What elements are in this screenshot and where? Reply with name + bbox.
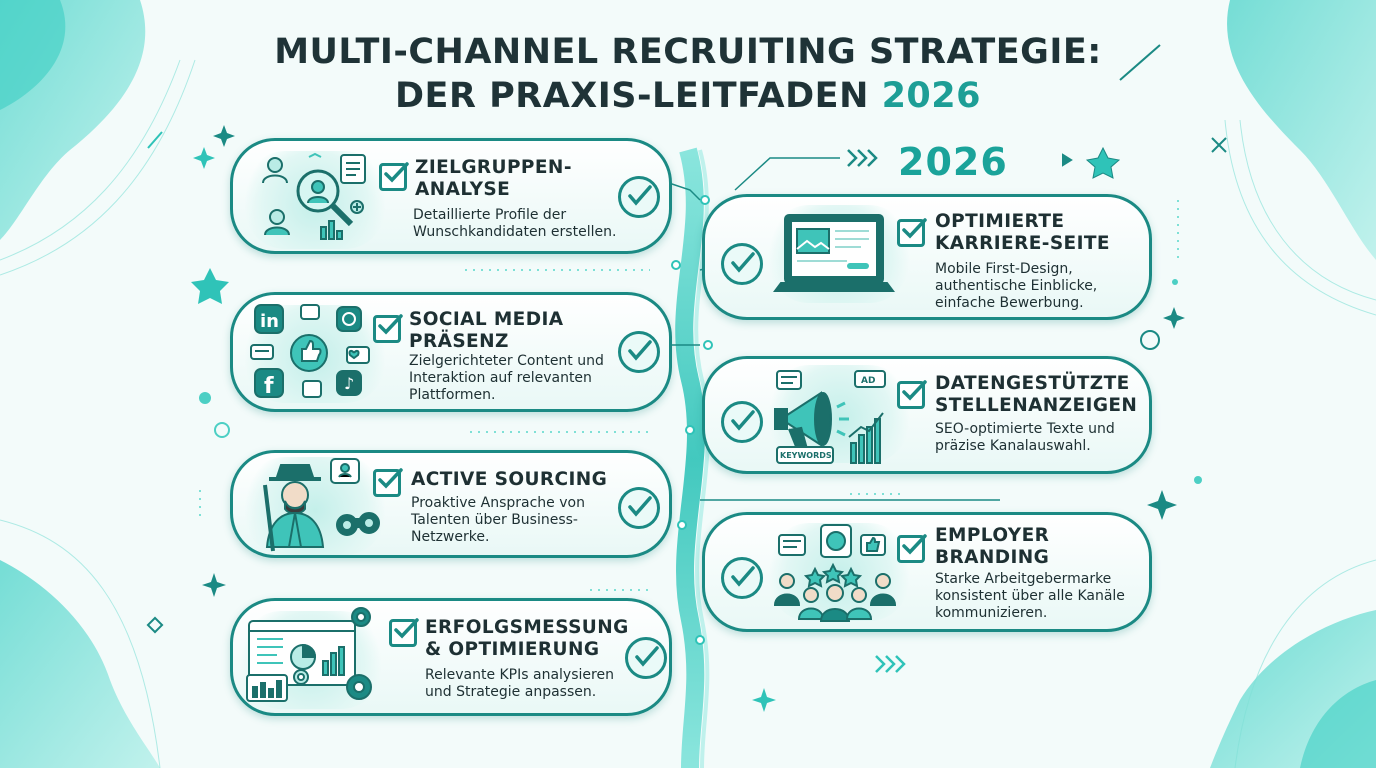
step-description: Detaillierte Profile der Wunschkandidate… [413, 207, 617, 240]
check-circle-icon [618, 176, 660, 218]
step-card-social-media: ♪ in f SOCIAL MEDIA PRÄSENZ Zielgerichte… [230, 292, 672, 412]
checkbox-icon [897, 380, 927, 409]
step-card-active-sourcing: ACTIVE SOURCING Proaktive Ansprache von … [230, 450, 672, 558]
step-title: SOCIAL MEDIA PRÄSENZ [409, 309, 564, 352]
step-description: Relevante KPIs analysieren und Strategie… [425, 667, 614, 700]
keywords-label: KEYWORDS [780, 451, 832, 460]
persona-magnifier-icon [262, 152, 366, 240]
social-media-icon: ♪ in f [250, 304, 370, 399]
step-card-employer-branding: EMPLOYER BRANDING Starke Arbeitgebermark… [702, 512, 1152, 632]
year-badge: 2026 [898, 140, 1008, 184]
step-title: OPTIMIERTE KARRIERE-SEITE [935, 211, 1110, 254]
step-title: DATENGESTÜTZTE STELLENANZEIGEN [935, 373, 1138, 416]
checkbox-icon [373, 468, 403, 497]
checkbox-icon [897, 534, 927, 563]
check-circle-icon [721, 401, 763, 443]
ad-label: AD [861, 376, 875, 386]
checkbox-icon [389, 618, 419, 647]
step-description: Mobile First-Design, authentische Einbli… [935, 261, 1098, 311]
step-description: SEO-optimierte Texte und präzise Kanalau… [935, 421, 1115, 454]
step-description: Proaktive Ansprache von Talenten über Bu… [411, 495, 585, 545]
checkbox-icon [373, 314, 403, 343]
title-line-2: DER PRAXIS-LEITFADEN [395, 76, 882, 116]
check-circle-icon [618, 331, 660, 373]
svg-text:♪: ♪ [344, 374, 354, 393]
check-circle-icon [721, 557, 763, 599]
checkbox-icon [379, 162, 409, 191]
check-circle-icon [625, 637, 667, 679]
laptop-icon [773, 214, 895, 292]
step-card-erfolgsmessung: ERFOLGSMESSUNG & OPTIMIERUNG Relevante K… [230, 598, 672, 716]
checkbox-icon [897, 218, 927, 247]
title-line-1: MULTI-CHANNEL RECRUITING STRATEGIE: [274, 32, 1102, 72]
step-title: ZIELGRUPPEN- ANALYSE [415, 157, 572, 200]
step-card-stellenanzeigen: AD KEYWORDS DATENGESTÜTZTE STELLENANZEIG… [702, 356, 1152, 474]
step-card-zielgruppen-analyse: ZIELGRUPPEN- ANALYSE Detaillierte Profil… [230, 138, 672, 254]
step-description: Zielgerichteter Content und Interaktion … [409, 353, 604, 403]
facebook-icon: f [264, 374, 274, 399]
check-circle-icon [618, 487, 660, 529]
team-brand-icon [773, 524, 897, 622]
step-title: ACTIVE SOURCING [411, 469, 608, 490]
detective-binoculars-icon [263, 458, 380, 552]
megaphone-icon: AD KEYWORDS [774, 370, 886, 464]
analytics-dashboard-icon [246, 607, 372, 702]
linkedin-icon: in [260, 311, 279, 332]
step-title: ERFOLGSMESSUNG & OPTIMIERUNG [425, 617, 629, 660]
check-circle-icon [721, 243, 763, 285]
step-description: Starke Arbeitgebermarke konsistent über … [935, 571, 1125, 621]
page-title: MULTI-CHANNEL RECRUITING STRATEGIE: DER … [0, 30, 1376, 118]
step-card-karriere-seite: OPTIMIERTE KARRIERE-SEITE Mobile First-D… [702, 194, 1152, 320]
step-title: EMPLOYER BRANDING [935, 525, 1050, 568]
title-year: 2026 [881, 76, 981, 116]
